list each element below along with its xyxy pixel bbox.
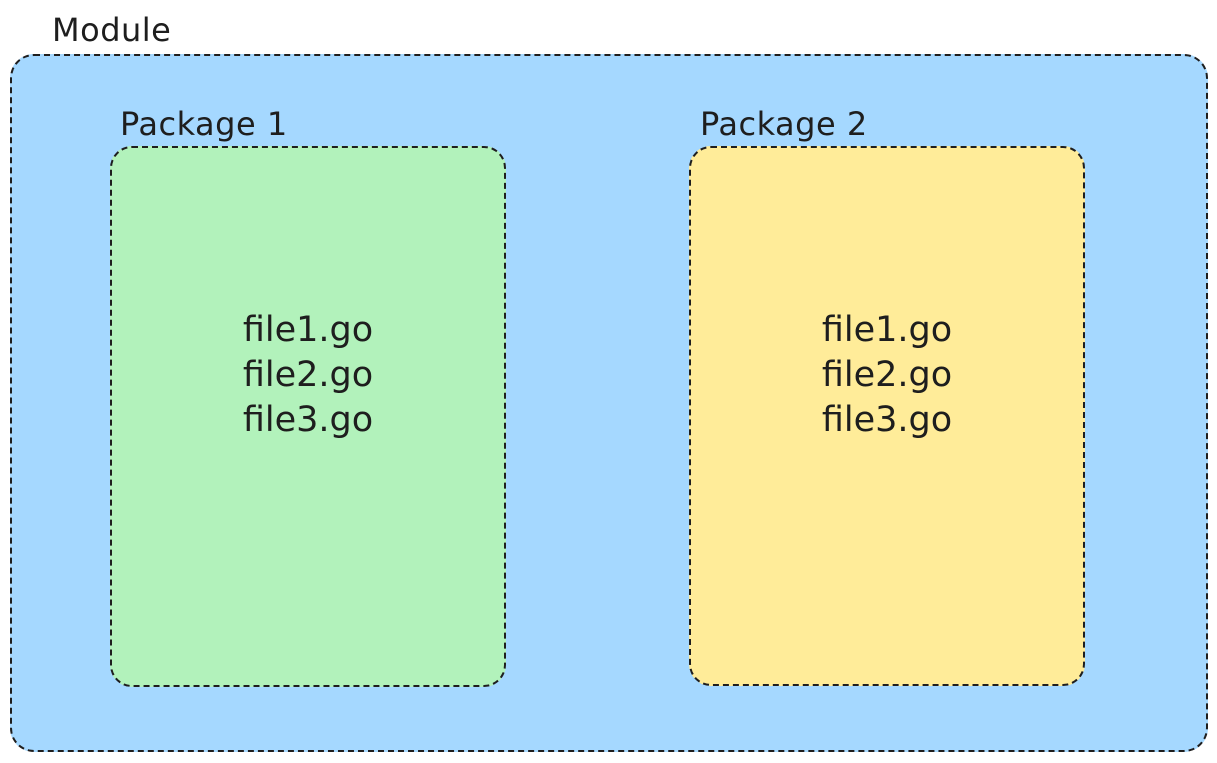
package-2-file-3: file3.go: [821, 399, 953, 440]
package-1-file-2: file2.go: [242, 355, 374, 395]
package-2-file-2: file2.go: [821, 354, 953, 395]
package-2-file-list: file1.go file2.go file3.go: [822, 308, 952, 443]
package-2-container: file1.go file2.go file3.go: [689, 146, 1085, 686]
package-1-label: Package 1: [120, 105, 288, 143]
package-1-file-3: file3.go: [242, 400, 374, 440]
package-1-container: file1.go file2.go file3.go: [110, 146, 506, 687]
module-label: Module: [52, 11, 172, 49]
package-2-label: Package 2: [700, 105, 868, 143]
package-1-file-list: file1.go file2.go file3.go: [243, 308, 373, 443]
package-2-file-1: file1.go: [821, 309, 953, 350]
package-1-file-1: file1.go: [242, 310, 374, 350]
